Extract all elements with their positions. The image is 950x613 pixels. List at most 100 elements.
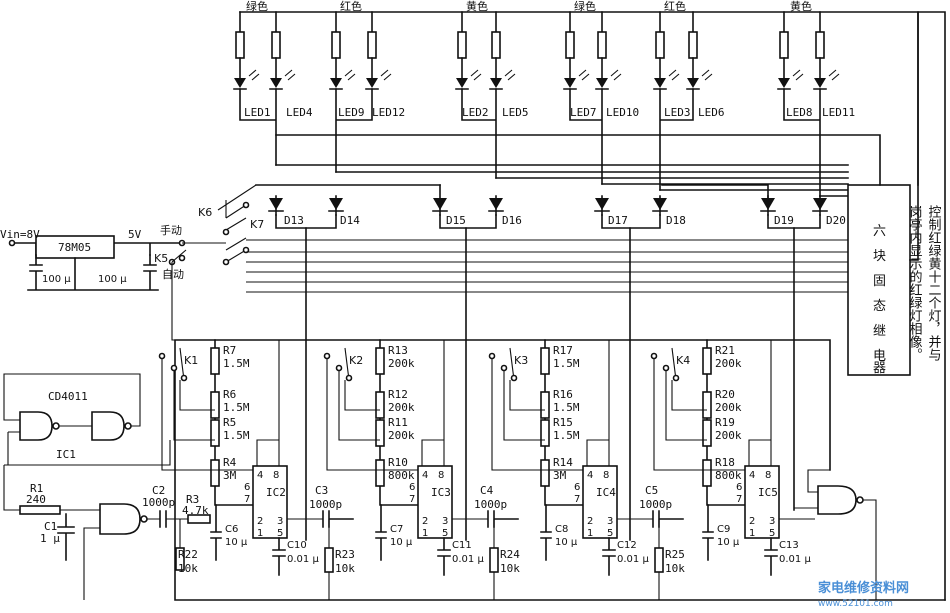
cap-value: 0.01 μ <box>779 554 811 565</box>
gate-name: CD4011 <box>48 390 88 403</box>
k7-label: K7 <box>250 218 264 231</box>
led-label: LED6 <box>698 106 725 119</box>
color-labels: 绿色 红色 黄色 绿色 红色 黄色 <box>246 0 812 13</box>
led-label: LED3 <box>664 106 691 119</box>
pin-label: 3 <box>277 516 283 527</box>
power-supply: 78M05 Vin=8V 5V 100 μ 100 μ 手动 K5 自动 <box>0 223 226 341</box>
led-label: LED8 <box>786 106 813 119</box>
led-label: LED1 <box>244 106 271 119</box>
pin-label: 3 <box>769 516 775 527</box>
resistor-label: R5 <box>223 416 236 429</box>
ic-label: IC2 <box>266 486 286 499</box>
diode-section: D13 D14 D15 D16 D17 D18 D19 D20 <box>255 184 846 541</box>
diode-label: D14 <box>340 214 360 227</box>
r22-value: 10k <box>178 562 198 575</box>
resistor-value: 10k <box>665 562 685 575</box>
label-yellow-2: 黄色 <box>790 0 812 13</box>
resistor-value: 200k <box>715 429 742 442</box>
resistor-label: R10 <box>388 456 408 469</box>
pin-label: 3 <box>442 516 448 527</box>
resistor <box>702 391 712 419</box>
output-gate <box>794 469 877 600</box>
timer-ic <box>582 465 618 539</box>
resistor-value: 1.5M <box>553 401 580 414</box>
pin-label: 7 <box>409 494 415 505</box>
cap-label: C7 <box>390 524 403 535</box>
resistor <box>375 459 385 487</box>
selector-switch-label: K2 <box>349 354 363 367</box>
diode-label: D16 <box>502 214 522 227</box>
ic-label: IC4 <box>596 486 616 499</box>
resistor <box>210 459 220 487</box>
resistor <box>702 419 712 447</box>
resistor <box>210 347 220 375</box>
led-label: LED9 <box>338 106 365 119</box>
resistor <box>540 419 550 447</box>
c2-value: 1000p <box>142 496 175 509</box>
k5-label: K5 <box>154 252 168 265</box>
switch-k6-k7[interactable]: K6 K7 <box>198 184 848 293</box>
watermark: 家电维修资料网 www.52101.com <box>818 580 909 609</box>
resistor-label: R21 <box>715 344 735 357</box>
pin-label: 2 <box>422 516 428 527</box>
pin-label: 5 <box>769 528 775 539</box>
pin-label: 1 <box>422 528 428 539</box>
resistor-value: 1.5M <box>223 401 250 414</box>
resistor-label: R14 <box>553 456 573 469</box>
pin-label: 1 <box>257 528 263 539</box>
pin-label: 3 <box>607 516 613 527</box>
watermark-url: www.52101.com <box>818 599 893 609</box>
resistor-value: 800k <box>388 469 415 482</box>
timer-ic <box>744 465 780 539</box>
coupling-cap-value: 1000p <box>309 498 342 511</box>
relay-char: 态 <box>873 299 886 314</box>
pin-label: 1 <box>749 528 755 539</box>
pin-label: 7 <box>736 494 742 505</box>
label-green-1: 绿色 <box>246 0 268 13</box>
pin-label: 4 <box>587 470 593 481</box>
relay-box: 六 块 固 态 继 电 器 <box>275 11 919 376</box>
pin-label: 7 <box>574 494 580 505</box>
side-note: 控制红绿黄十二个灯，并与 岗亭内显示的红绿灯相像。 <box>907 205 942 361</box>
ic-label: IC5 <box>758 486 778 499</box>
pin-label: 2 <box>749 516 755 527</box>
pin-label: 8 <box>438 470 444 481</box>
resistor-value: 200k <box>388 429 415 442</box>
v5-label: 5V <box>128 228 142 241</box>
resistor-label: R25 <box>665 548 685 561</box>
c1-label: C1 <box>44 520 57 533</box>
cap-value: 10 μ <box>390 537 413 548</box>
pin-label: 5 <box>277 528 283 539</box>
relay-char: 六 <box>873 224 886 239</box>
cap-value: 10 μ <box>555 537 578 548</box>
led-strings <box>233 11 840 197</box>
resistor-label: R12 <box>388 388 408 401</box>
diode-label: D18 <box>666 214 686 227</box>
resistor-label: R17 <box>553 344 573 357</box>
resistor-label: R19 <box>715 416 735 429</box>
auto-label: 自动 <box>162 268 184 281</box>
cin-label: 100 μ <box>42 274 71 285</box>
pin-label: 6 <box>574 482 580 493</box>
input-stage: CD4011 IC1 R1 240 C1 1 μ C2 1000p R3 4.7… <box>3 373 211 600</box>
resistor-label: R11 <box>388 416 408 429</box>
cap-value: 10 μ <box>225 537 248 548</box>
resistor <box>702 459 712 487</box>
r3-label: R3 <box>186 493 199 506</box>
resistor-value: 200k <box>388 357 415 370</box>
diode-label: D20 <box>826 214 846 227</box>
cap-value: 0.01 μ <box>617 554 649 565</box>
led-labels: LED1 LED4 LED9 LED12 LED2 LED5 LED7 LED1… <box>244 106 855 119</box>
relay-char: 块 <box>873 249 886 264</box>
led-label: LED7 <box>570 106 597 119</box>
label-red-2: 红色 <box>664 0 686 13</box>
selector-switch-label: K4 <box>676 354 690 367</box>
resistor <box>375 391 385 419</box>
resistor-label: R15 <box>553 416 573 429</box>
cap-label: C11 <box>452 540 472 551</box>
diode-label: D15 <box>446 214 466 227</box>
